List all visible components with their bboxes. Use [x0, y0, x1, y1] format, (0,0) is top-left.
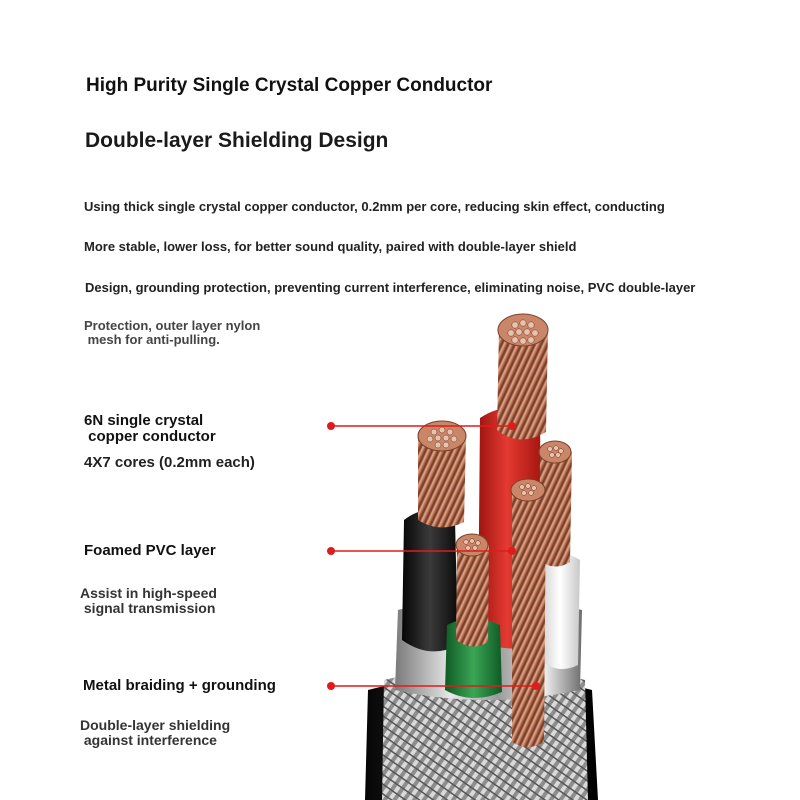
copper-conductor-green — [456, 539, 489, 647]
copper-conductor-red — [497, 321, 548, 440]
callout-pvc-detail: Assist in high-speed signal transmission — [80, 585, 217, 616]
callout-dot-end-conductor — [508, 422, 516, 430]
copper-conductor-black — [418, 428, 466, 528]
description-line-1: Using thick single crystal copper conduc… — [84, 199, 665, 214]
callout-conductor-detail: 4X7 cores (0.2mm each) — [84, 454, 255, 471]
callout-dot-start-pvc — [327, 547, 335, 555]
callout-conductor-label: 6N single crystal copper conductor — [84, 412, 216, 445]
callout-dot-end-braiding — [532, 682, 540, 690]
callout-braiding-detail: Double-layer shielding against interfere… — [80, 717, 231, 748]
callout-braiding-label: Metal braiding + grounding — [83, 677, 276, 694]
white-insulation — [540, 554, 580, 669]
description-line-3: Design, grounding protection, preventing… — [85, 280, 696, 295]
callout-dot-start-braiding — [327, 682, 335, 690]
callout-pvc-label: Foamed PVC layer — [84, 542, 216, 559]
copper-conductor-white — [539, 446, 572, 567]
description-line-2: More stable, lower loss, for better soun… — [84, 239, 577, 254]
description-line-4: Protection, outer layer nylon mesh for a… — [84, 318, 261, 347]
copper-conductor-front — [512, 484, 546, 747]
heading-title: High Purity Single Crystal Copper Conduc… — [86, 75, 493, 96]
black-insulation — [402, 510, 458, 652]
heading-subtitle: Double-layer Shielding Design — [85, 129, 389, 152]
callout-dot-start-conductor — [327, 422, 335, 430]
callout-pointers — [327, 422, 540, 690]
callout-dot-end-pvc — [508, 547, 516, 555]
